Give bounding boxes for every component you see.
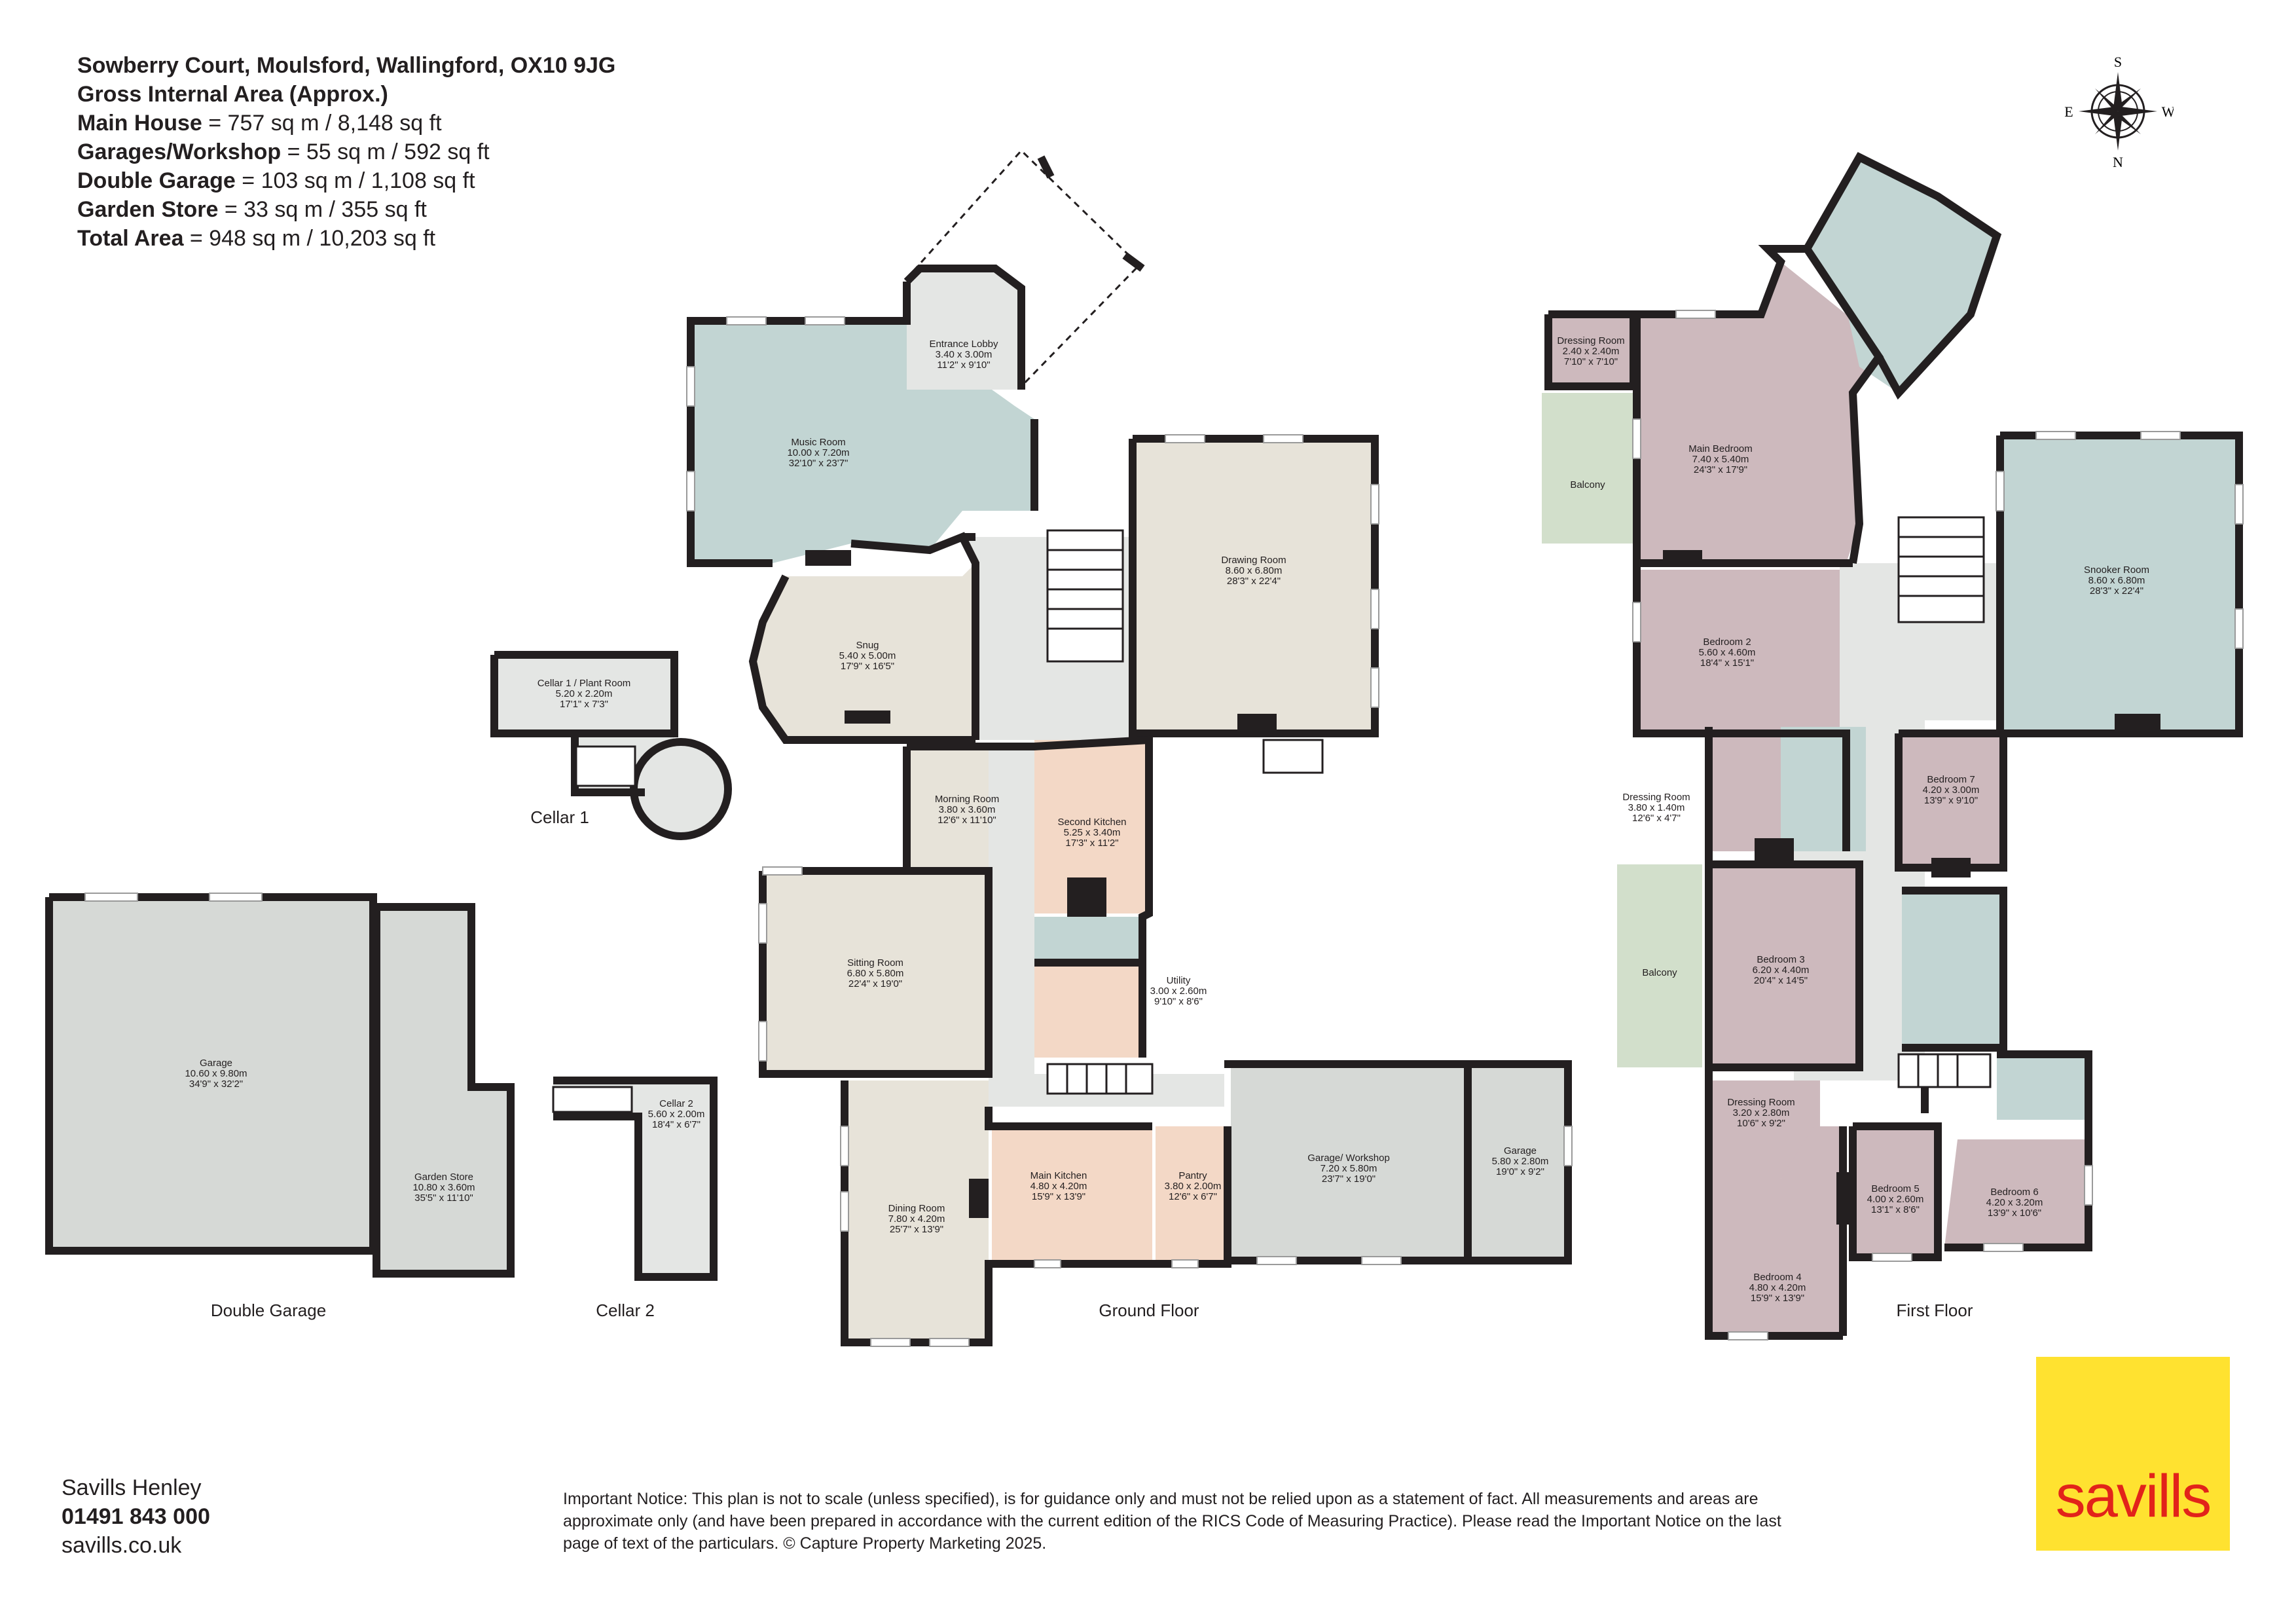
svg-text:Balcony: Balcony [1642, 967, 1677, 978]
room-bedroom-3 [1705, 864, 1859, 1067]
agent-office: Savills Henley [62, 1475, 202, 1500]
first-floor [1542, 152, 2244, 1340]
room-dressing-room-1 [1548, 314, 1633, 386]
area-main-house: Main House = 757 sq m / 8,148 sq ft [77, 111, 442, 136]
entrance-canopy [912, 149, 1145, 388]
first-bath-mid [1781, 727, 1866, 851]
agent-phone: 01491 843 000 [62, 1504, 210, 1529]
area-double-garage: Double Garage = 103 sq m / 1,108 sq ft [77, 168, 475, 193]
room-garage-small [1470, 1064, 1568, 1261]
compass-rose-icon: S N E W [2064, 54, 2174, 170]
room-garden-store [376, 907, 511, 1274]
area-garages-workshop: Garages/Workshop = 55 sq m / 592 sq ft [77, 139, 490, 164]
address-title: Sowberry Court, Moulsford, Wallingford, … [77, 53, 616, 78]
room-balcony-2 [1617, 864, 1702, 1067]
svg-text:S: S [2114, 54, 2122, 70]
floor-labels: Cellar 1 Double Garage Cellar 2 Ground F… [211, 807, 1973, 1320]
first-bath-right [1902, 891, 2003, 1048]
room-dining-room [845, 1080, 989, 1342]
room-second-kitchen [1034, 740, 1149, 913]
svg-text:W: W [2162, 103, 2174, 120]
svg-text:N: N [2113, 154, 2123, 170]
gia-title: Gross Internal Area (Approx.) [77, 82, 388, 107]
room-utility [1034, 963, 1142, 1058]
cloakroom [1034, 917, 1142, 959]
floor-label-ground-floor: Ground Floor [1099, 1301, 1199, 1320]
header: Sowberry Court, Moulsford, Wallingford, … [77, 51, 615, 253]
agent-website: savills.co.uk [62, 1533, 182, 1558]
ground-floor [45, 265, 1573, 1347]
room-dressing-room-3 [1705, 1080, 1820, 1179]
room-bedroom-7 [1899, 733, 2003, 868]
room-balcony-1 [1542, 393, 1633, 544]
room-cellar-2 [553, 1080, 714, 1277]
svg-text:E: E [2064, 103, 2073, 120]
room-cellar-1 [494, 655, 674, 733]
corridor-ground [989, 747, 1224, 1107]
area-total: Total Area = 948 sq m / 10,203 sq ft [77, 226, 436, 251]
room-music-room [691, 321, 1034, 563]
room-pantry [1156, 1126, 1228, 1264]
savills-logo: savills [2036, 1357, 2230, 1551]
cellar-1-round [634, 742, 728, 836]
agent-contact: Savills Henley 01491 843 000 savills.co.… [62, 1473, 210, 1560]
room-snooker-room [2000, 435, 2239, 733]
first-bath-low [1997, 1054, 2088, 1120]
room-garage-workshop [1231, 1064, 1467, 1261]
room-bedroom-5 [1853, 1126, 1938, 1257]
room-bedroom-6 [1944, 1139, 2088, 1247]
floor-label-double-garage: Double Garage [211, 1301, 326, 1320]
room-garage-double [49, 897, 373, 1251]
room-dressing-room-2 [1709, 727, 1781, 851]
floor-label-first-floor: First Floor [1897, 1301, 1973, 1320]
room-main-bedroom [1637, 262, 1879, 563]
room-bedroom-4 [1705, 1126, 1843, 1336]
room-entrance-lobby [907, 268, 1021, 390]
logo-text: savills [2055, 1463, 2212, 1530]
room-main-kitchen [992, 1126, 1152, 1264]
room-bedroom-2 [1637, 570, 1846, 733]
important-notice: Important Notice: This plan is not to sc… [563, 1490, 1781, 1553]
room-sitting-room [763, 871, 989, 1074]
room-snug [753, 563, 975, 740]
floor-label-cellar-1: Cellar 1 [530, 807, 589, 827]
area-garden-store: Garden Store = 33 sq m / 355 sq ft [77, 197, 427, 222]
floor-label-cellar-2: Cellar 2 [596, 1301, 655, 1320]
stair-ground [552, 529, 1324, 1113]
stair-first [1897, 516, 1992, 1088]
svg-text:Balcony: Balcony [1570, 479, 1605, 490]
room-drawing-room [1133, 439, 1375, 733]
